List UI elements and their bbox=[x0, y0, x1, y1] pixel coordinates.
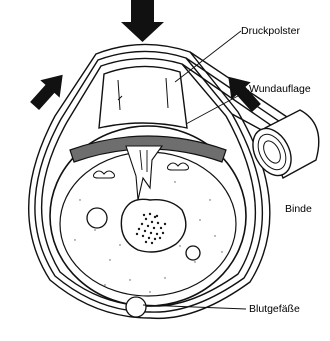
label-druckpolster: Druckpolster bbox=[241, 25, 300, 37]
label-wundauflage: Wundauflage bbox=[249, 83, 311, 95]
label-binde: Binde bbox=[285, 203, 312, 215]
down-arrow-icon bbox=[121, 0, 164, 42]
pressure-pad bbox=[99, 66, 187, 128]
bone bbox=[121, 199, 186, 252]
blood-vessel bbox=[186, 246, 200, 260]
label-blutgefaesse: Blutgefäße bbox=[249, 303, 300, 315]
diagonal-arrow-icon bbox=[25, 66, 72, 115]
blood-vessel bbox=[126, 297, 146, 317]
blood-vessel bbox=[87, 208, 107, 228]
